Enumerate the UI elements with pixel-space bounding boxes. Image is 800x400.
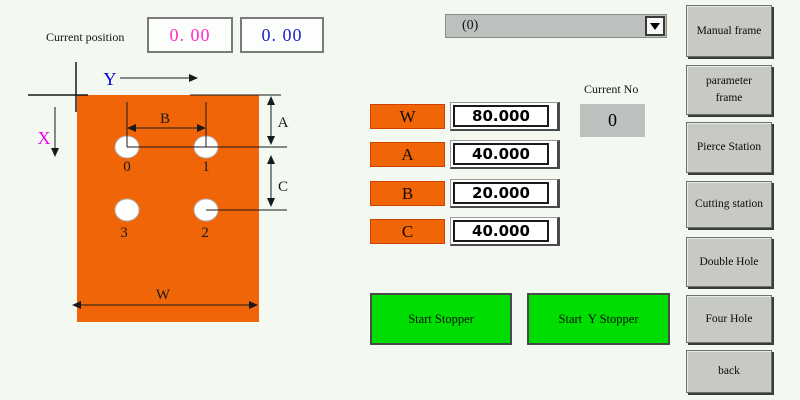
nav-cutting-station-button[interactable]: Cutting station	[686, 181, 772, 228]
hole-2-label: 2	[201, 225, 209, 241]
nav-manual-frame-button[interactable]: Manual frame	[686, 5, 772, 57]
param-value-c: 40.000	[453, 220, 549, 242]
param-label-a: A	[370, 142, 445, 167]
param-label-b: B	[370, 181, 445, 206]
program-select-dropdown[interactable]: (0)	[445, 14, 667, 38]
nav-parameter-frame-button[interactable]: parameter frame	[686, 65, 772, 115]
hole-3	[114, 198, 140, 222]
y-axis-arrowhead-icon	[189, 74, 198, 82]
param-input-w[interactable]: 80.000	[450, 102, 560, 131]
dim-a-label: A	[278, 115, 289, 131]
dim-c-arrowhead-bottom-icon	[267, 198, 275, 207]
hole-3-label: 3	[120, 225, 128, 241]
current-position-label: Current position	[46, 30, 125, 44]
x-axis-label: X	[38, 128, 51, 148]
program-select-value: (0)	[462, 18, 479, 33]
dim-b-label: B	[160, 111, 170, 127]
start-y-stopper-button[interactable]: Start Y Stopper	[527, 293, 670, 345]
dim-c-arrowhead-top-icon	[267, 155, 275, 164]
start-stopper-button[interactable]: Start Stopper	[370, 293, 512, 345]
hole-2	[193, 198, 219, 222]
nav-four-hole-button[interactable]: Four Hole	[686, 295, 772, 343]
dim-b-arrowhead-left-icon	[127, 124, 136, 132]
hole-0-label: 0	[123, 159, 131, 175]
param-input-b[interactable]: 20.000	[450, 179, 560, 208]
plate-diagram: Y X B A C W 0 1 2 3	[28, 62, 289, 322]
nav-pierce-station-button[interactable]: Pierce Station	[686, 122, 772, 173]
position-x-display: 0. 00	[147, 17, 233, 53]
plate-rect	[77, 95, 259, 322]
dim-b-arrowhead-right-icon	[197, 124, 206, 132]
hole-1-label: 1	[202, 159, 210, 175]
nav-back-button[interactable]: back	[686, 350, 772, 393]
hole-0	[114, 135, 140, 159]
dim-w-arrowhead-left-icon	[72, 301, 81, 309]
position-y-display: 0. 00	[240, 17, 324, 53]
position-x-value: 0. 00	[169, 24, 211, 45]
dropdown-arrow-button[interactable]	[645, 16, 665, 36]
current-no-label: Current No	[584, 82, 639, 96]
param-value-a: 40.000	[453, 143, 549, 165]
param-label-w: W	[370, 104, 445, 129]
dim-a-arrowhead-top-icon	[267, 96, 275, 105]
y-axis-label: Y	[104, 69, 117, 89]
param-value-b: 20.000	[453, 182, 549, 204]
param-label-c: C	[370, 219, 445, 244]
position-y-value: 0. 00	[261, 24, 303, 45]
param-input-c[interactable]: 40.000	[450, 217, 560, 246]
hole-1	[193, 135, 219, 159]
param-value-w: 80.000	[453, 105, 549, 127]
dim-w-label: W	[156, 287, 171, 303]
dim-c-label: C	[278, 179, 288, 195]
param-input-a[interactable]: 40.000	[450, 140, 560, 169]
dim-a-arrowhead-bottom-icon	[267, 136, 275, 145]
current-no-display: 0	[580, 104, 645, 137]
chevron-down-icon	[650, 22, 660, 30]
nav-double-hole-button[interactable]: Double Hole	[686, 237, 772, 287]
current-no-value: 0	[608, 110, 617, 130]
dim-w-arrowhead-right-icon	[249, 301, 258, 309]
x-axis-arrowhead-icon	[51, 148, 59, 157]
